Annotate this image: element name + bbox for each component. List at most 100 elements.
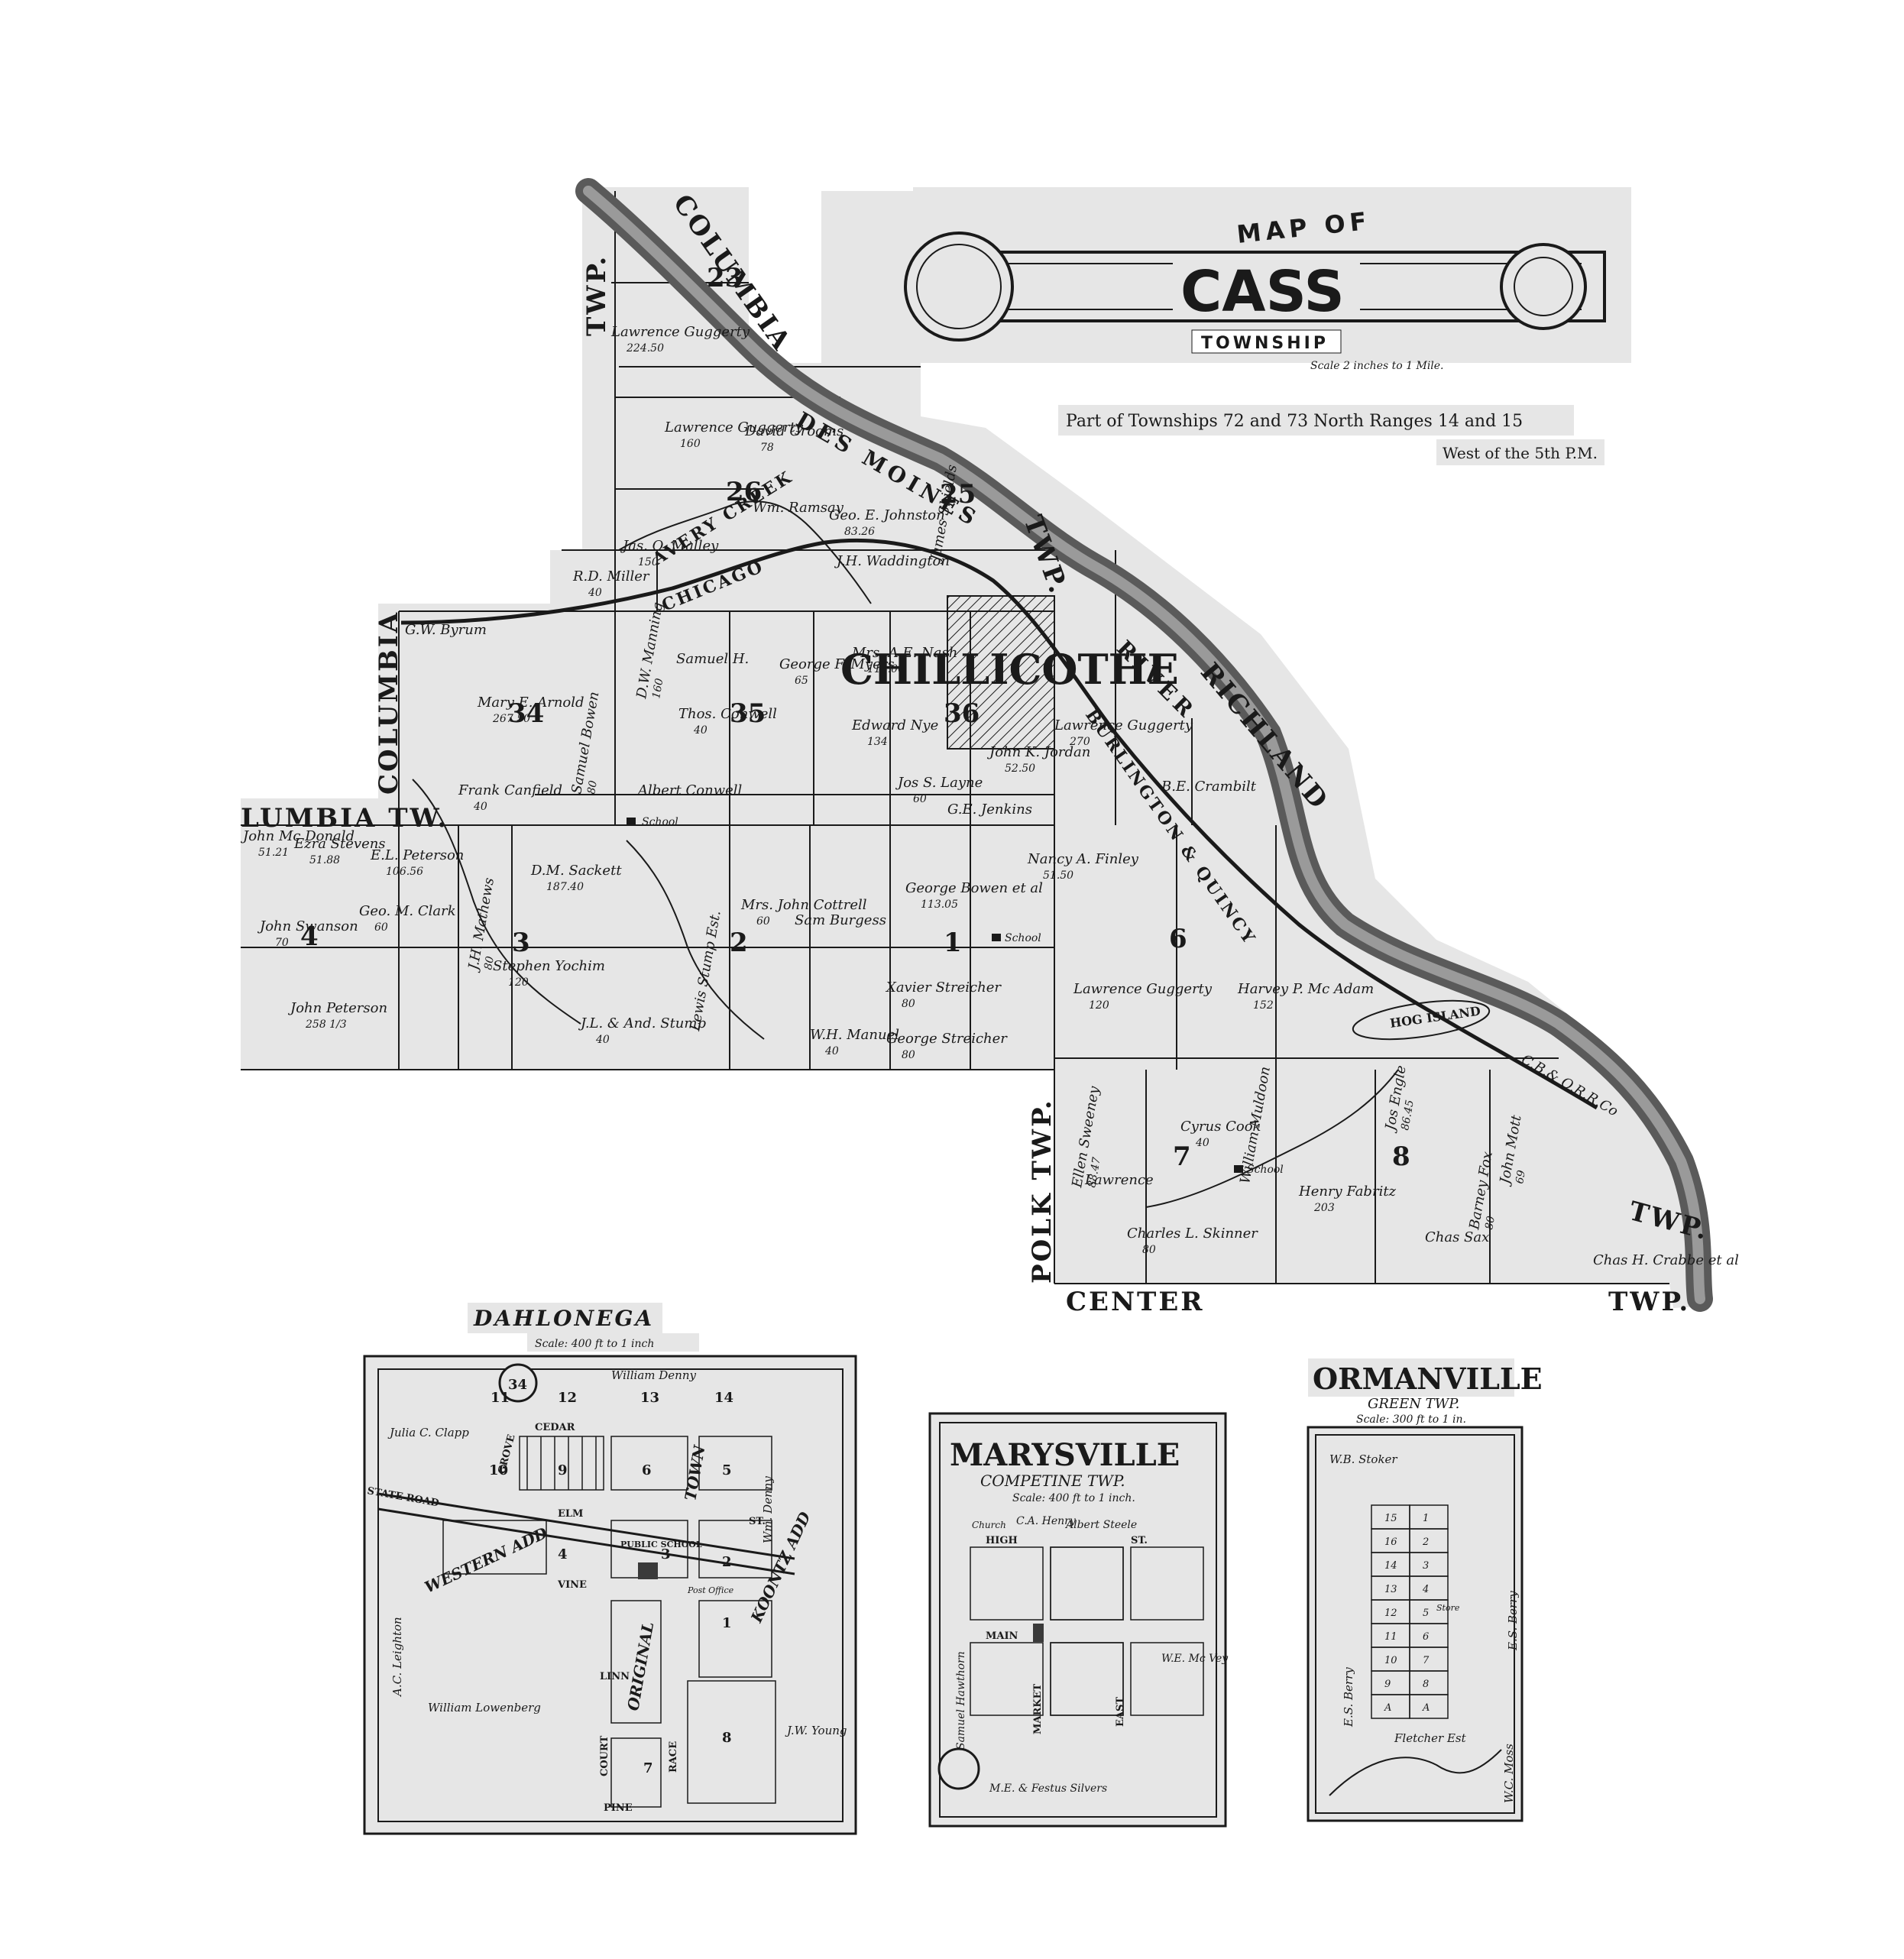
dahlonega-block-number: 12 — [558, 1390, 577, 1406]
dahlonega-seal-text: 34 — [508, 1377, 527, 1393]
owner-name: John Swanson — [257, 918, 358, 934]
dahlonega-owner: A.C. Leighton — [390, 1617, 404, 1698]
owner-name: George Bowen et al — [905, 880, 1043, 896]
ormanville-lot-number: 11 — [1384, 1631, 1397, 1643]
section-number: 36 — [944, 698, 980, 729]
school-label-2: School — [1005, 932, 1041, 944]
owner-name: Lawrence Guggerty — [1073, 981, 1213, 997]
dahlonega-block-number: 1 — [722, 1615, 732, 1631]
owner-acreage: 69 — [1514, 1169, 1528, 1184]
owner-acreage: 51.21 — [258, 847, 289, 859]
ormanville-lot — [1409, 1694, 1449, 1719]
dahlonega-street: COURT — [599, 1735, 610, 1776]
dahlonega-public-school — [638, 1562, 658, 1579]
owner-name: Lawrence Guggerty — [1054, 717, 1193, 733]
dahlonega-block — [442, 1520, 547, 1575]
owner-acreage: 86.45 — [1399, 1099, 1417, 1131]
dahlonega-scale: Scale: 400 ft to 1 inch — [535, 1338, 654, 1350]
section-number: 34 — [508, 698, 544, 729]
dahlonega-block — [610, 1600, 662, 1724]
dahlonega-street: RACE — [668, 1741, 679, 1773]
boundary-columbia-twp-left: LUMBIA TW. — [241, 803, 448, 834]
dahlonega-block-number: 9 — [558, 1462, 568, 1478]
marysville-seal — [937, 1747, 980, 1790]
owner-parcel: Chas H. Crabbe et al — [1593, 1252, 1739, 1268]
owner-name: Lawrence Guggerty — [664, 419, 804, 436]
owner-name: Chas H. Crabbe et al — [1593, 1252, 1739, 1268]
owner-acreage: 60 — [913, 793, 927, 805]
dahlonega-owner: J.W. Young — [785, 1724, 847, 1737]
cbq-railroad — [400, 538, 1598, 1110]
marysville-church-label: Church — [972, 1520, 1006, 1530]
owner-name: Lawrence — [1084, 1172, 1154, 1188]
section-number: 4 — [300, 921, 319, 952]
owner-acreage: 270 — [1069, 736, 1090, 748]
owner-name: Geo. M. Clark — [359, 903, 456, 919]
marysville-owner: Albert Steele — [1064, 1519, 1137, 1531]
chillicothe-town-plat — [947, 595, 1055, 750]
owner-name: Xavier Streicher — [885, 980, 1002, 996]
owner-name: John K. Jordan — [986, 744, 1090, 760]
owner-name: Jos S. Layne — [895, 775, 983, 791]
owner-acreage: 88.47 — [1086, 1156, 1103, 1188]
township-note-2: West of the 5th P.M. — [1443, 444, 1598, 462]
owner-parcel: Sam Burgess — [795, 912, 886, 928]
owner-name: David Grooms — [744, 423, 844, 439]
school-label-1: School — [642, 816, 678, 828]
ormanville-lot-number: 3 — [1423, 1560, 1429, 1572]
owner-parcel: Lawrence Guggerty 270 — [1054, 717, 1193, 748]
dahlonega-block-number: 8 — [722, 1730, 732, 1746]
owner-acreage: 65 — [795, 675, 808, 687]
owner-acreage: 40 — [595, 1034, 610, 1046]
section-number: 23 — [707, 263, 743, 293]
dahlonega-block — [698, 1520, 772, 1579]
section-number: 7 — [1173, 1141, 1191, 1172]
ormanville-lot-number: 5 — [1423, 1608, 1429, 1619]
dahlonega-block — [698, 1600, 772, 1678]
dahlonega-street: ELM — [558, 1508, 583, 1520]
owner-name: Jas. O. Malley — [620, 538, 719, 554]
dahlonega-block-number: 11 — [491, 1390, 510, 1406]
owner-name: G.W. Byrum — [405, 622, 487, 638]
ormanville-owner: E.S. Berry — [1342, 1667, 1355, 1727]
marysville-street: MAIN — [986, 1630, 1018, 1642]
owner-name: Edward Nye — [851, 717, 938, 733]
creek-southeast — [1145, 1069, 1399, 1208]
owner-name: Albert Conwell — [636, 782, 743, 798]
dahlonega-block — [610, 1436, 688, 1491]
ormanville-store-label: Store — [1436, 1603, 1460, 1613]
marysville-owner: C.A. Henry — [1016, 1515, 1077, 1527]
owner-acreage: 160 — [680, 438, 701, 450]
dahlonega-block-number: 4 — [558, 1546, 568, 1562]
owner-acreage: 60 — [756, 915, 770, 928]
owner-acreage: 120 — [1089, 999, 1109, 1012]
creek-central — [626, 840, 765, 1040]
marysville-block — [1050, 1546, 1124, 1621]
owner-name: Chas Sax — [1425, 1229, 1489, 1245]
dahlonega-block-number: 3 — [661, 1546, 671, 1562]
dahlonega-street: PINE — [604, 1802, 633, 1814]
ormanville-lot-number: 2 — [1422, 1536, 1429, 1548]
ormanville-blocks — [1371, 1504, 1449, 1719]
dahlonega-block — [610, 1737, 662, 1808]
owner-acreage: 40 — [473, 801, 487, 813]
